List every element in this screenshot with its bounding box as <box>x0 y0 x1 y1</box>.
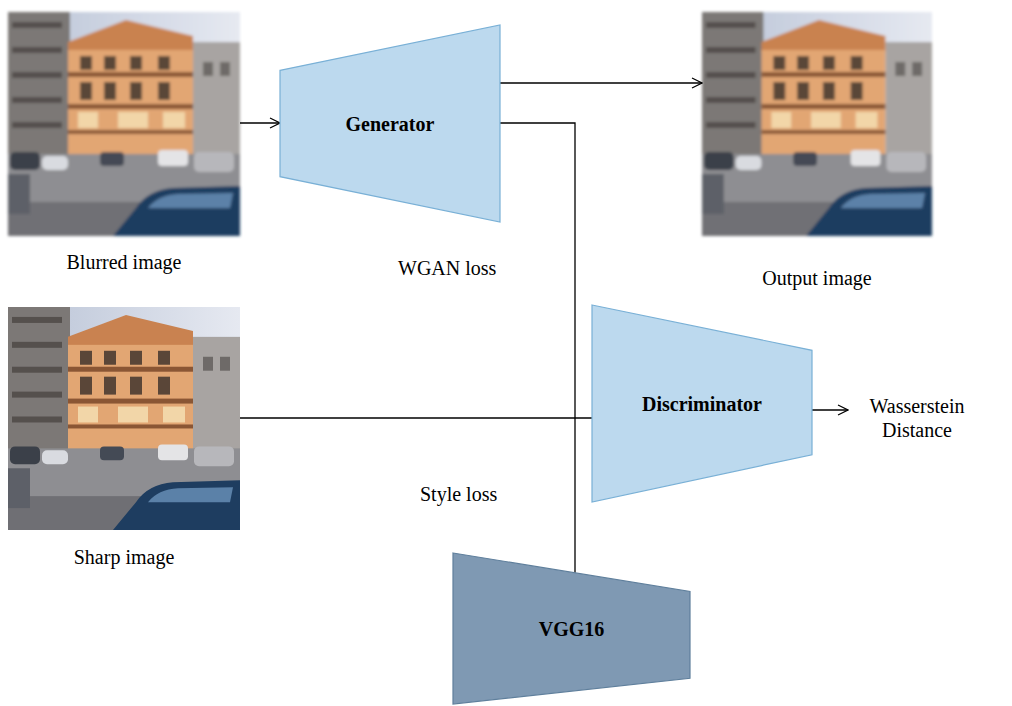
block-label: Discriminator <box>642 392 762 416</box>
trapezoid-fill <box>453 553 690 704</box>
image-caption: Output image <box>762 266 871 290</box>
image-panel: Sharp image <box>8 307 240 569</box>
connector <box>812 409 848 410</box>
blurred-photo <box>8 12 240 236</box>
connector <box>500 82 702 83</box>
loss-label: WGAN loss <box>396 256 498 280</box>
connector <box>500 123 575 573</box>
block-label: VGG16 <box>539 617 605 641</box>
image-caption: Sharp image <box>74 545 175 569</box>
loss-label: Style loss <box>418 482 499 506</box>
trapezoid-fill <box>592 305 812 502</box>
output-text: Wasserstein Distance <box>848 392 982 444</box>
image-panel: Blurred image <box>8 12 240 274</box>
output-photo <box>702 12 932 236</box>
connector <box>240 417 592 418</box>
block-label: Generator <box>346 112 435 136</box>
trapezoid-fill <box>280 25 500 222</box>
image-caption: Blurred image <box>67 250 182 274</box>
network-block: Generator <box>280 25 500 222</box>
network-block: VGG16 <box>453 553 690 704</box>
sharp-photo <box>8 307 240 530</box>
output-label: Wasserstein Distance <box>856 394 978 442</box>
image-panel: Output image <box>702 12 932 290</box>
connector <box>240 122 280 123</box>
network-block: Discriminator <box>592 305 812 502</box>
